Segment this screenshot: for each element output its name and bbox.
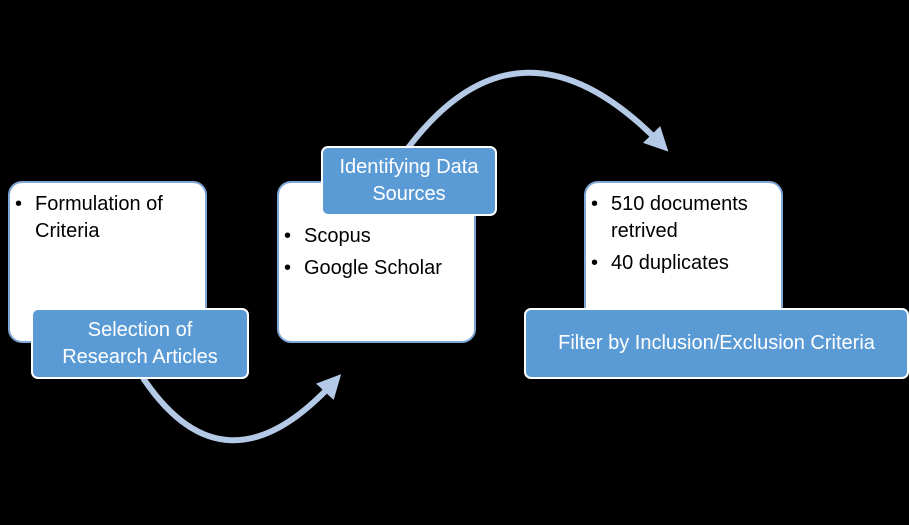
step-3-bullet: •510 documents retrived [591, 193, 748, 242]
bullet-icon: • [591, 252, 599, 274]
step-2-bullet: •Google Scholar [279, 255, 474, 282]
bullet-icon: • [15, 193, 23, 215]
step-3-label: Filter by Inclusion/Exclusion Criteria [524, 308, 909, 379]
step-1-bullet: •Formulation of Criteria [15, 193, 163, 242]
step-2-bullet: •Scopus [279, 223, 474, 250]
bullet-icon: • [284, 225, 292, 247]
arrow-step1-to-step2 [140, 374, 342, 444]
step-1-label: Selection of Research Articles [31, 308, 249, 379]
step-2-label: Identifying Data Sources [321, 146, 497, 216]
arrow-step2-to-step3 [405, 69, 669, 152]
bullet-icon: • [591, 193, 599, 215]
bullet-icon: • [284, 257, 292, 279]
step-3-bullet: •40 duplicates [586, 250, 777, 277]
